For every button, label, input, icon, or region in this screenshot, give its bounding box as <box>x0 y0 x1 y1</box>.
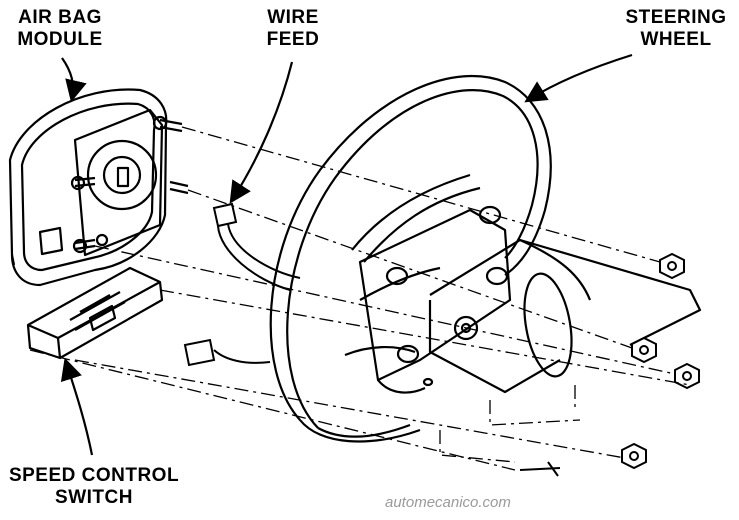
speed-control-switch <box>26 266 164 360</box>
watermark: automecanico.com <box>385 494 511 511</box>
steering-wheel <box>269 74 702 443</box>
steering-wheel-arrow <box>524 53 633 103</box>
air-bag-arrow <box>61 57 87 103</box>
speed-control-switch-label: SPEED CONTROL SWITCH <box>8 465 180 508</box>
alignment-lines <box>29 126 691 471</box>
wire-feed <box>183 202 301 367</box>
leader-arrows <box>60 53 633 456</box>
air-bag-module-label: AIR BAG MODULE <box>17 7 103 50</box>
wire-feed-label: WIRE FEED <box>266 7 320 50</box>
wire-feed-arrow <box>229 61 294 204</box>
steering-wheel-label: STEERING WHEEL <box>625 7 727 50</box>
air-bag-module <box>8 88 189 287</box>
nuts <box>519 252 700 477</box>
speed-control-arrow <box>60 357 94 456</box>
